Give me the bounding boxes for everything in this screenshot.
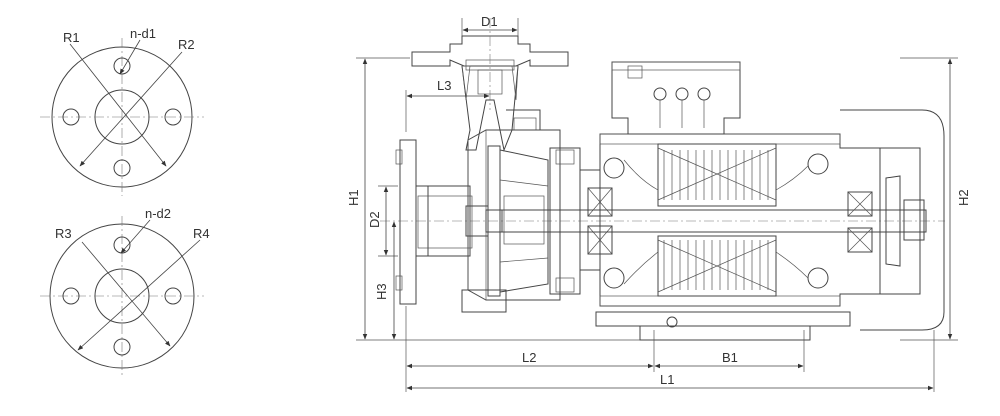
winding-end-turn: [603, 267, 625, 289]
pump-casing: [467, 129, 561, 301]
label-l3: L3: [437, 78, 451, 93]
terminal-box: [611, 61, 741, 135]
winding-end-turn: [807, 267, 829, 289]
base-foot: [639, 325, 811, 341]
label-r2: R2: [178, 37, 195, 52]
discharge-flange: [411, 35, 569, 67]
flange-1-bolt-hole: [113, 159, 131, 177]
label-h3: H3: [374, 283, 389, 300]
pump-section-view: [380, 18, 945, 341]
flange-2-view: R3 n-d2 R4: [40, 206, 210, 376]
label-d1: D1: [481, 14, 498, 29]
label-n-d1: n-d1: [130, 26, 156, 41]
flange-1-bolt-hole: [62, 108, 80, 126]
label-r3: R3: [55, 226, 72, 241]
impeller: [487, 145, 501, 297]
label-l1: L1: [660, 372, 674, 387]
shaft: [485, 209, 927, 233]
stator-lower: [657, 235, 777, 297]
label-b1: B1: [722, 350, 738, 365]
rear-bearing: [847, 191, 873, 217]
fan-cover: [840, 109, 945, 331]
dimensions: D1 L3 H1 D2 H3 H2 L2 B1: [346, 14, 971, 392]
suction-flange: [399, 139, 417, 305]
winding-end-turn: [807, 153, 829, 175]
label-h1: H1: [346, 189, 361, 206]
label-n-d2: n-d2: [145, 206, 171, 221]
winding-end-turn: [603, 157, 625, 179]
fan: [885, 175, 901, 267]
label-h2: H2: [956, 189, 971, 206]
flange-1-bolt-hole: [164, 108, 182, 126]
flange-2-bolt-hole: [62, 287, 80, 305]
flange-2-bolt-hole: [164, 287, 182, 305]
flange-2-bolt-hole: [113, 338, 131, 356]
discharge-neck: [461, 65, 519, 152]
stator-upper: [657, 143, 777, 207]
base-plate: [595, 311, 851, 327]
label-d2: D2: [367, 211, 382, 228]
label-r1: R1: [63, 30, 80, 45]
label-l2: L2: [522, 350, 536, 365]
label-r4: R4: [193, 226, 210, 241]
flange-1-view: R1 n-d1 R2: [40, 26, 204, 196]
motor-housing: [599, 133, 881, 307]
